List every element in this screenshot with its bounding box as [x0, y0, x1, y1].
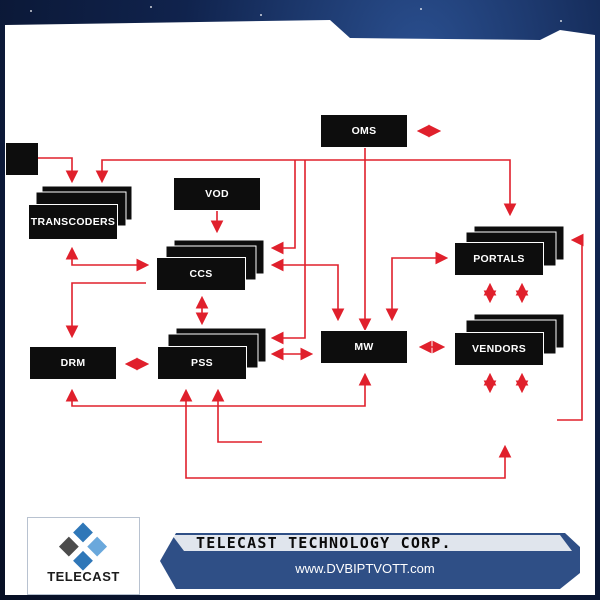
node-ccs: CCS [156, 257, 246, 291]
star [260, 14, 262, 16]
node-vod: VOD [173, 177, 261, 211]
website-link[interactable]: www.DVBIPTVOTT.com [295, 561, 435, 576]
brand-name: TELECAST [47, 569, 120, 584]
node-mw: MW [320, 330, 408, 364]
connector-lines [38, 124, 584, 479]
star [420, 8, 422, 10]
star [560, 20, 562, 22]
node-drm: DRM [29, 346, 117, 380]
node-portals: PORTALS [454, 242, 544, 276]
node-vendors: VENDORS [454, 332, 544, 366]
star [150, 6, 152, 8]
node-transcoders: TRANSCODERS [28, 204, 118, 240]
company-name: TELECAST TECHNOLOGY CORP. [196, 534, 452, 552]
company-banner [160, 533, 580, 589]
brand-logo: TELECAST [27, 517, 140, 595]
node-pss: PSS [157, 346, 247, 380]
diamond-logo-icon [58, 522, 108, 571]
node-oms: OMS [320, 114, 408, 148]
input-square [6, 143, 38, 175]
star [30, 10, 32, 12]
paper-background [5, 20, 595, 595]
